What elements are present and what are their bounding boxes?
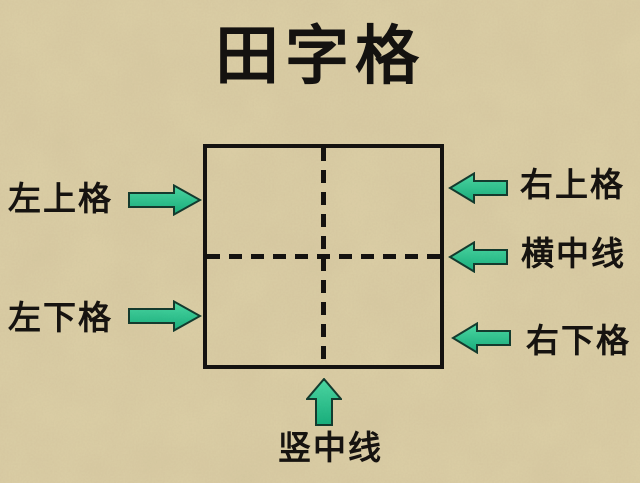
arrow-right-icon — [128, 300, 202, 332]
tian-grid — [203, 144, 444, 369]
label-upper-left-cell: 左上格 — [8, 182, 113, 218]
label-horizontal-midline: 横中线 — [521, 237, 626, 273]
arrow-left-icon — [448, 172, 508, 204]
label-lower-left-cell: 左下格 — [8, 301, 113, 337]
arrow-right-icon — [128, 184, 202, 216]
label-vertical-midline: 竖中线 — [278, 431, 383, 467]
arrow-up-icon — [306, 378, 342, 426]
page-title: 田字格 — [215, 21, 425, 92]
label-lower-right-cell: 右下格 — [526, 324, 631, 360]
arrow-left-icon — [448, 241, 508, 273]
arrow-left-icon — [451, 322, 511, 354]
horizontal-midline — [207, 254, 440, 259]
label-upper-right-cell: 右上格 — [520, 168, 625, 204]
